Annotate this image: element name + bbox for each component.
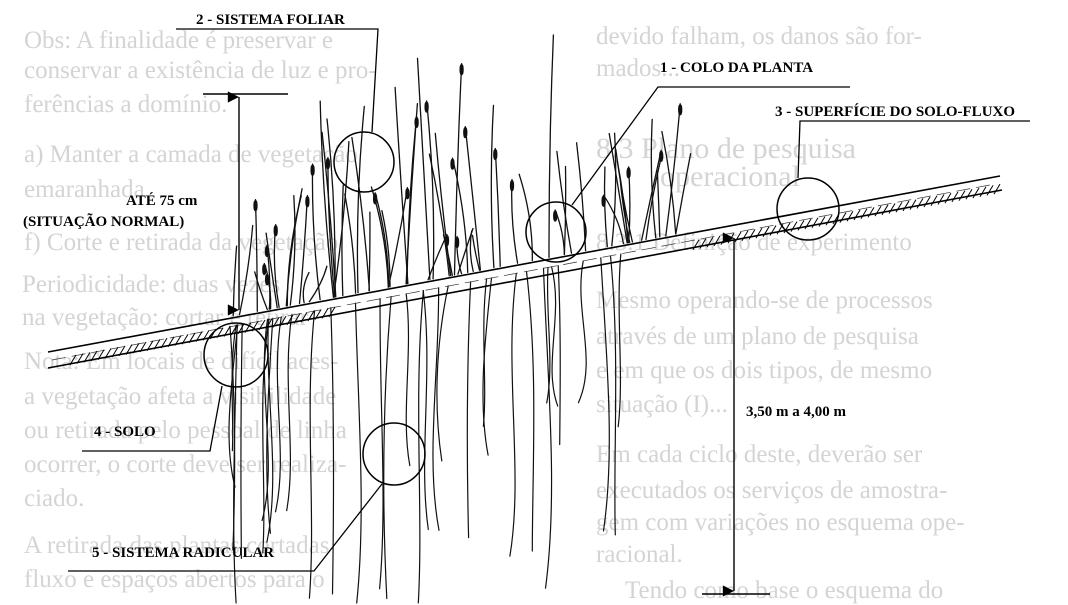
background-line: ocorrer, o corte deve ser realiza- xyxy=(24,451,346,478)
background-line: ferências a domínio. xyxy=(24,91,227,118)
leaf-tip xyxy=(263,265,266,275)
leaf-blade xyxy=(345,194,356,293)
background-line: executados os serviços de amostra- xyxy=(596,477,947,504)
leaf-tip xyxy=(306,197,309,207)
leaf-tip xyxy=(456,238,459,248)
leaf-tip xyxy=(254,201,257,211)
leaf-tip xyxy=(464,128,467,138)
leaf-blade xyxy=(418,58,430,279)
leaf-blade xyxy=(342,185,343,295)
leaf-blade xyxy=(428,235,447,280)
label-superficie-solo-fluxo: 3 - SUPERFÍCIE DO SOLO-FLUXO xyxy=(775,103,1015,120)
leaf-tip xyxy=(374,194,377,204)
root-strand xyxy=(544,268,552,588)
leaf-tip xyxy=(274,226,277,236)
leaf-tip xyxy=(460,65,463,75)
leaf-tip xyxy=(326,159,329,169)
leaf-tip xyxy=(511,181,514,191)
background-line: conservar a existência de luz e pro- xyxy=(24,57,377,84)
background-line: a) Manter a camada de vegetação xyxy=(24,141,358,168)
label-sistema-foliar: 2 - SISTEMA FOLIAR xyxy=(196,12,345,28)
leaf-blade xyxy=(549,35,553,257)
root-strand xyxy=(558,266,560,445)
root-strand xyxy=(380,299,383,589)
label-profundidade: 3,50 m a 4,00 m xyxy=(746,404,846,420)
leaf-tip xyxy=(679,105,682,115)
background-line: Em cada ciclo deste, deverão ser xyxy=(596,441,923,468)
root-strand xyxy=(510,273,516,556)
leaf-tip xyxy=(311,165,314,175)
background-line: racional. xyxy=(596,541,683,568)
background-line: Mesmo operando-se de processos xyxy=(596,287,933,314)
root-strand xyxy=(527,272,534,552)
root-strand xyxy=(433,288,439,531)
root-strand xyxy=(287,315,292,511)
leaf-tip xyxy=(554,211,557,221)
root-strand xyxy=(406,294,410,466)
label-sistema-radicular: 5 - SISTEMA RADICULAR xyxy=(92,545,274,561)
leaf-tip xyxy=(451,159,454,169)
leaf-tip xyxy=(494,150,497,160)
background-line: fluxo e espaços abertos para o xyxy=(24,566,325,593)
leaf-blade xyxy=(303,273,309,303)
leaf-blade xyxy=(512,180,518,264)
background-line: gem com variações no esquema ope- xyxy=(596,509,965,536)
root-strand xyxy=(384,297,391,599)
leaf-blade xyxy=(491,105,494,267)
root-strand xyxy=(356,303,362,603)
leaf-tip xyxy=(406,189,409,199)
root-strand xyxy=(578,261,586,403)
background-line: Periodicidade: duas vezes xyxy=(22,271,280,298)
background-line: através de um plano de pesquisa xyxy=(596,323,919,350)
leaf-tip xyxy=(602,196,605,206)
root-strand xyxy=(418,291,423,603)
background-line: e em que os dois tipos, de mesmo xyxy=(596,357,932,384)
leaf-tip xyxy=(425,102,428,112)
background-line: Tendo como base o esquema do xyxy=(625,577,943,604)
label-situacao-normal: (SITUAÇÃO NORMAL) xyxy=(23,212,184,230)
background-line: ciado. xyxy=(24,485,84,512)
leaf-blade xyxy=(395,87,408,283)
label-ate-75-cm: ATÉ 75 cm xyxy=(126,192,198,209)
background-line: Obs: A finalidade é preservar e xyxy=(24,27,333,54)
leaf-blade xyxy=(465,127,480,271)
background-text-left: Obs: A finalidade é preservar e conservar… xyxy=(22,27,377,593)
root-strand xyxy=(467,282,470,538)
label-colo-da-planta: 1 - COLO DA PLANTA xyxy=(660,60,813,76)
root-strand xyxy=(552,267,558,406)
radicular-circle xyxy=(363,423,425,485)
leaf-tip xyxy=(627,168,630,178)
background-line: Nota: Em locais de difícil aces- xyxy=(24,348,338,375)
leaf-tip xyxy=(266,246,269,256)
leaf-blade xyxy=(427,101,434,279)
label-solo: 4 - SOLO xyxy=(94,424,156,440)
root-strand xyxy=(276,317,282,512)
background-line: ou retirada pelo pessoal de linha xyxy=(24,417,347,444)
background-line: operacional xyxy=(660,160,800,193)
background-line: devido falham, os danos são for- xyxy=(596,23,922,50)
root-strand xyxy=(423,291,428,530)
leaf-blade xyxy=(495,149,500,267)
